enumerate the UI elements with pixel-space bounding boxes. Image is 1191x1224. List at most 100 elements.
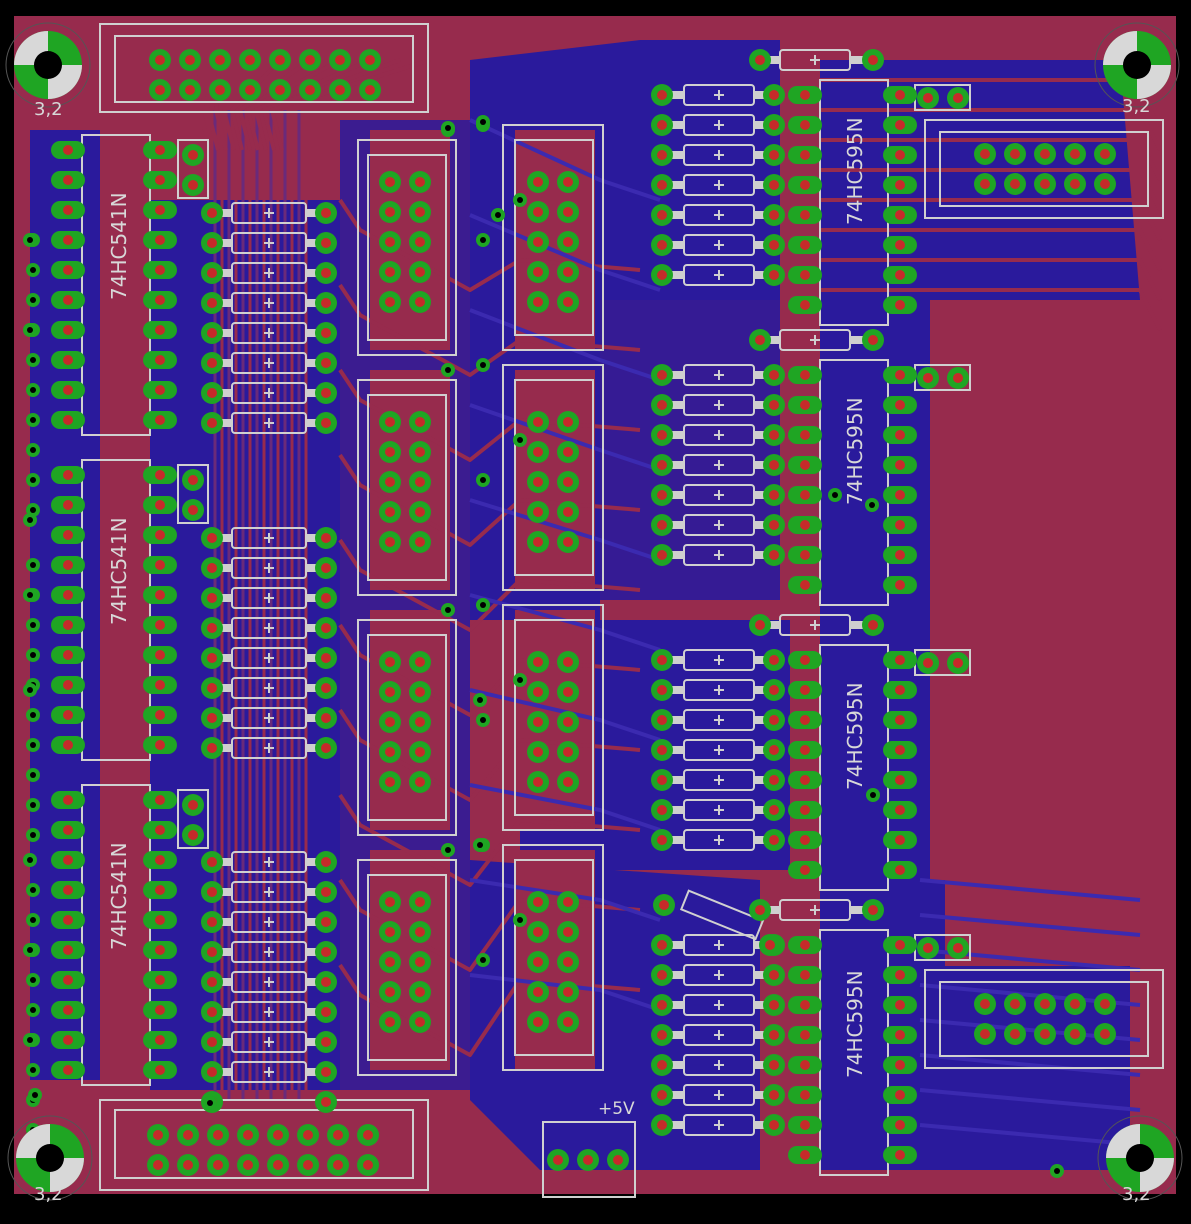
ic-pin bbox=[883, 741, 917, 759]
header-pin bbox=[409, 891, 431, 913]
header-pin bbox=[557, 411, 579, 433]
resistor-pad bbox=[651, 84, 673, 106]
ic-pin bbox=[788, 681, 822, 699]
header-pin bbox=[557, 681, 579, 703]
header-pin bbox=[237, 1154, 259, 1176]
header-pin bbox=[557, 471, 579, 493]
header-pin bbox=[1034, 173, 1056, 195]
header-pin bbox=[409, 681, 431, 703]
ic-pin bbox=[143, 971, 177, 989]
header-connector-icon bbox=[924, 119, 1164, 219]
ic-package-icon bbox=[81, 134, 151, 436]
header-pin bbox=[409, 231, 431, 253]
ic-pin bbox=[143, 201, 177, 219]
header-pin bbox=[379, 711, 401, 733]
ic-pin bbox=[788, 516, 822, 534]
resistor-pad bbox=[201, 262, 223, 284]
resistor-pad bbox=[315, 1061, 337, 1083]
ic-label-74hc541-a: 74HC541N bbox=[107, 192, 131, 300]
ic-pin bbox=[143, 1031, 177, 1049]
header-pin bbox=[409, 411, 431, 433]
ic-pin bbox=[788, 206, 822, 224]
ic-pin bbox=[883, 1056, 917, 1074]
cap-pad bbox=[917, 937, 939, 959]
header-pin bbox=[177, 1154, 199, 1176]
resistor-pad bbox=[651, 1114, 673, 1136]
header-pin bbox=[179, 49, 201, 71]
mounting-hole-tl[interactable] bbox=[5, 22, 91, 108]
ic-pin bbox=[143, 466, 177, 484]
resistor-pad bbox=[315, 1091, 337, 1113]
resistor-icon bbox=[218, 677, 320, 699]
mounting-hole-br[interactable] bbox=[1097, 1115, 1183, 1201]
header-pin bbox=[357, 1154, 379, 1176]
ic-package-icon bbox=[819, 929, 889, 1176]
ic-pin bbox=[143, 171, 177, 189]
ic-package-icon bbox=[81, 459, 151, 761]
resistor-pad bbox=[651, 799, 673, 821]
ic-pin bbox=[788, 1026, 822, 1044]
header-pin bbox=[527, 471, 549, 493]
resistor-pad bbox=[763, 769, 785, 791]
ic-pin bbox=[143, 736, 177, 754]
header-pin bbox=[557, 201, 579, 223]
resistor-icon bbox=[218, 262, 320, 284]
resistor-pad bbox=[651, 264, 673, 286]
resistor-pad bbox=[315, 232, 337, 254]
header-pin bbox=[379, 261, 401, 283]
ic-pin bbox=[143, 706, 177, 724]
mounting-hole-tr[interactable] bbox=[1094, 22, 1180, 108]
resistor-pad bbox=[315, 557, 337, 579]
resistor-icon bbox=[218, 617, 320, 639]
header-connector-icon bbox=[357, 139, 457, 356]
header-pin bbox=[409, 711, 431, 733]
resistor-icon bbox=[670, 964, 768, 986]
resistor-icon bbox=[218, 1031, 320, 1053]
resistor-icon bbox=[218, 202, 320, 224]
resistor-pad bbox=[201, 587, 223, 609]
resistor-icon bbox=[670, 994, 768, 1016]
ic-pin bbox=[883, 681, 917, 699]
mounting-hole-bl[interactable] bbox=[7, 1115, 93, 1201]
resistor-icon bbox=[766, 899, 864, 921]
power-label: +5V bbox=[598, 1099, 635, 1119]
resistor-pad bbox=[862, 329, 884, 351]
header-connector-icon bbox=[502, 124, 604, 351]
header-connector-icon bbox=[502, 844, 604, 1071]
resistor-pad bbox=[651, 1084, 673, 1106]
power-pin bbox=[607, 1149, 629, 1171]
resistor-pad bbox=[651, 769, 673, 791]
header-pin bbox=[209, 79, 231, 101]
ic-pin bbox=[143, 851, 177, 869]
ic-pin bbox=[143, 496, 177, 514]
header-pin bbox=[147, 1154, 169, 1176]
header-pin bbox=[527, 771, 549, 793]
ic-pin bbox=[51, 586, 85, 604]
resistor-pad bbox=[651, 934, 673, 956]
resistor-pad bbox=[201, 737, 223, 759]
cap-pad bbox=[947, 652, 969, 674]
ic-pin bbox=[143, 676, 177, 694]
ic-pin bbox=[788, 486, 822, 504]
ic-pin bbox=[788, 711, 822, 729]
cap-pad bbox=[947, 937, 969, 959]
ic-pin bbox=[143, 646, 177, 664]
resistor-pad bbox=[315, 322, 337, 344]
header-pin bbox=[527, 441, 549, 463]
header-connector-icon bbox=[502, 364, 604, 591]
power-connector-outline bbox=[542, 1121, 636, 1198]
resistor-pad bbox=[315, 617, 337, 639]
ic-pin bbox=[883, 296, 917, 314]
header-pin bbox=[527, 531, 549, 553]
hole-label-tl: 3,2 bbox=[34, 99, 63, 120]
resistor-pad bbox=[315, 587, 337, 609]
resistor-pad bbox=[651, 964, 673, 986]
resistor-pad bbox=[651, 649, 673, 671]
header-pin bbox=[1034, 1023, 1056, 1045]
resistor-icon bbox=[670, 829, 768, 851]
resistor-icon bbox=[670, 544, 768, 566]
resistor-pad bbox=[763, 994, 785, 1016]
ic-pin bbox=[883, 801, 917, 819]
